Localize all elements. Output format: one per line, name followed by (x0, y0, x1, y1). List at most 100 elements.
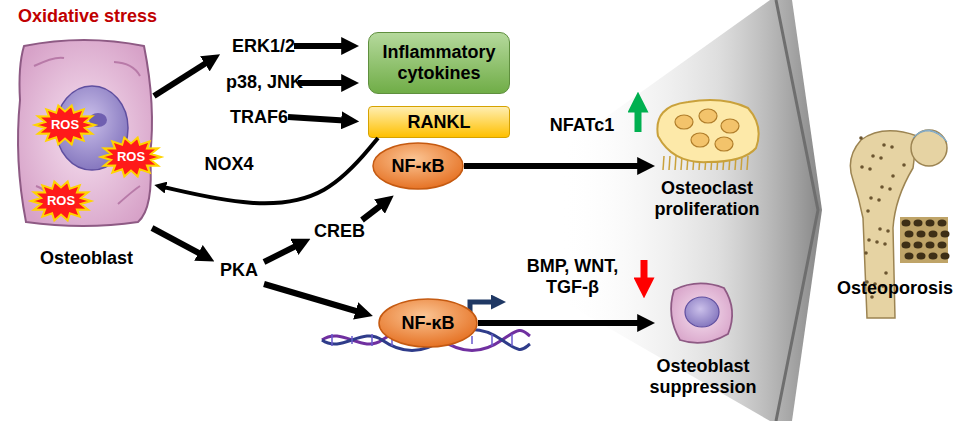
bone-pore (929, 253, 938, 260)
bone-pore (891, 174, 895, 178)
bone-pore (929, 231, 938, 238)
bone-pore (902, 163, 906, 167)
text-group: ROS (100, 136, 162, 178)
osteoblast-illustration: Osteoblast suppression (648, 276, 758, 404)
pathway-arrow (294, 43, 352, 49)
bone-pore (902, 220, 911, 227)
text-group: ROS (34, 104, 96, 146)
rankl-box: RANKL (368, 106, 510, 138)
bone-pore (886, 229, 890, 233)
text-group: Osteoclast proliferation (648, 178, 766, 219)
text-group: NF-κB (378, 298, 478, 348)
bone-pore (902, 242, 911, 249)
bone-pore (860, 165, 864, 169)
osteoclast-nucleus (721, 119, 739, 133)
pathway-arrow (154, 58, 214, 96)
cell-fringe (747, 156, 748, 170)
pathway-label: PKA (220, 260, 258, 281)
cell-fringe (669, 156, 670, 170)
bone-pore (859, 136, 863, 140)
nfkb-ellipse: NF-κB (378, 298, 478, 348)
node-text: Inflammatory cytokines (369, 42, 509, 83)
cytokine-box: Inflammatory cytokines (368, 32, 510, 94)
bone-pore (864, 251, 868, 255)
connector-arrow (478, 320, 648, 326)
node-text: Osteoblast (14, 248, 159, 269)
bone-pore (880, 185, 884, 189)
text-group: NF-κB (372, 142, 464, 190)
bone-pore (868, 167, 872, 171)
osteoclast-body (657, 100, 758, 162)
bone-pore (871, 154, 875, 158)
cartilage-cap (913, 130, 947, 142)
text-group: Osteoblast suppression (648, 356, 758, 397)
bone-pore (905, 253, 914, 260)
node-text: NF-κB (401, 313, 454, 334)
increase-arrow (635, 100, 642, 132)
nfkb-ellipse: NF-κB (372, 142, 464, 190)
burst-shape (101, 138, 161, 177)
node-text: ROS (51, 118, 79, 133)
bone-pore (941, 231, 950, 238)
node-text: ROS (117, 150, 145, 165)
text-group: ROS (30, 180, 92, 222)
burst-shape (35, 106, 95, 145)
node-text: Osteoporosis (833, 278, 957, 299)
pathway-label: ERK1/2 (232, 36, 295, 57)
pathway-arrow (264, 242, 304, 262)
osteoclast-nucleus (699, 109, 717, 123)
bone-pore (869, 196, 873, 200)
pathway-arrow (152, 228, 208, 258)
edge-label: NFATc1 (540, 115, 624, 136)
pathway-label: p38, JNK (226, 72, 303, 93)
pathway-arrow (288, 117, 352, 121)
bone-pore (875, 240, 879, 244)
bone-pore (926, 220, 935, 227)
bone-pore (938, 220, 947, 227)
connector-arrow (159, 138, 378, 203)
pathway-label: TRAF6 (230, 107, 288, 128)
femur-illustration: Osteoporosis (833, 118, 957, 318)
osteoclast-illustration: Osteoclast proliferation (648, 96, 766, 224)
bone-pore (884, 271, 888, 275)
bone-pore (938, 242, 947, 249)
cell-fringe (663, 156, 664, 170)
osteoclast-nucleus (675, 115, 693, 129)
bone-pore (882, 143, 886, 147)
ellipse-shape (373, 143, 463, 189)
ros-burst: ROS (34, 104, 96, 146)
cell-illustration: Osteoblast ROS ROS ROS (14, 36, 159, 274)
node-text: Osteoclast proliferation (648, 178, 766, 219)
node-text: Osteoblast suppression (648, 356, 758, 397)
bone-pore (917, 231, 926, 238)
text-group: Inflammatory cytokines (369, 33, 509, 93)
pathway-arrow (264, 284, 366, 314)
osteoclast-nucleus (691, 133, 709, 147)
bone-pore (877, 198, 881, 202)
organelle-line (118, 186, 140, 204)
connector-arrow (464, 163, 648, 169)
bone-pore (866, 209, 870, 213)
node-text: NF-κB (391, 156, 444, 177)
organelle-line (114, 62, 140, 76)
organelle-line (34, 58, 64, 66)
text-group: RANKL (369, 107, 509, 137)
bone-pore (878, 227, 882, 231)
bone-pore (879, 156, 883, 160)
femur-head (911, 130, 947, 166)
text-group: Osteoblast (14, 248, 159, 269)
bone-pore (914, 242, 923, 249)
text-group: Osteoporosis (833, 278, 957, 299)
bone-pore (890, 145, 894, 149)
bone-pore (917, 253, 926, 260)
bone-inset (899, 216, 949, 264)
ellipse-shape (379, 299, 477, 347)
cell-fringe (675, 156, 676, 170)
pathway-arrow (298, 80, 352, 86)
node-text: ROS (47, 194, 75, 209)
node-text: RANKL (408, 112, 471, 133)
burst-shape (31, 182, 91, 221)
bone-pore (888, 187, 892, 191)
ros-burst: ROS (30, 180, 92, 222)
